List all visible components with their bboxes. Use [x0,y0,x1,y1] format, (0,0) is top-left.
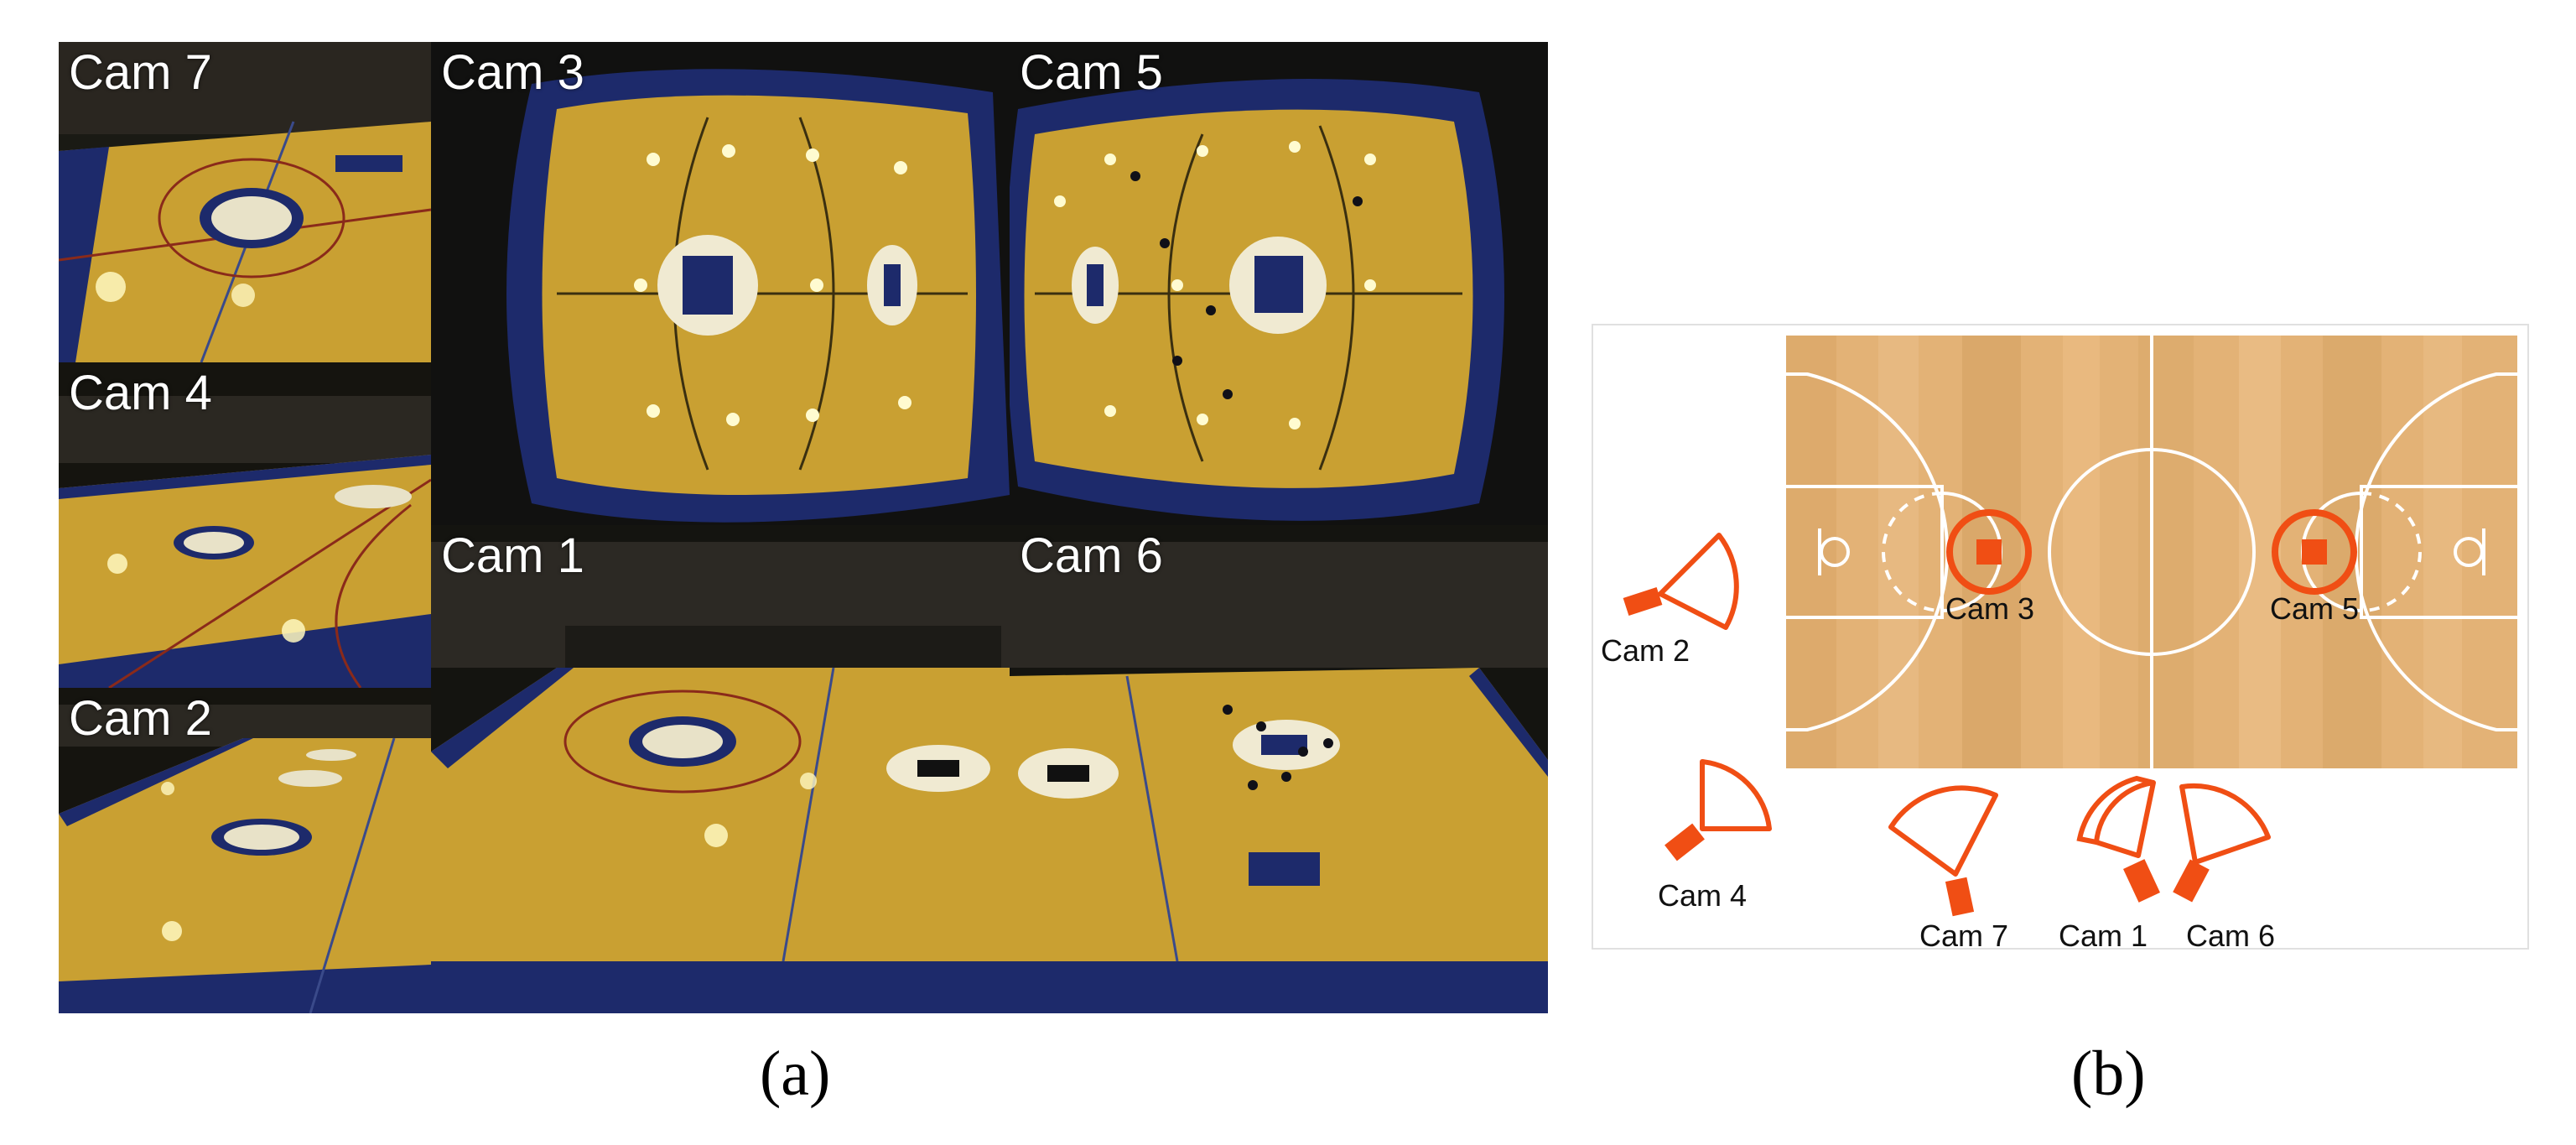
cam2-view[interactable]: Cam 2 [59,688,431,1013]
cam1-view[interactable]: Cam 1 [431,525,1010,1013]
cam4-marker[interactable] [1665,759,1772,861]
cam6-label: Cam 6 [1020,528,1163,583]
cam2-image [59,688,431,1013]
cam4-label: Cam 4 [69,366,212,420]
cam7-view[interactable]: Cam 7 [59,42,431,362]
cam7-marker[interactable] [1888,785,1998,917]
cam2-marker[interactable] [1623,533,1739,630]
cam5-image [1010,42,1548,525]
cam5-label: Cam 5 [1020,45,1163,100]
cam6-map-label: Cam 6 [2186,919,2275,951]
cam2-label: Cam 2 [69,691,212,746]
camera-mosaic: Cam 7 Cam 3 [59,42,1548,1013]
cam4-image [59,362,431,688]
cam5-view[interactable]: Cam 5 [1010,42,1548,525]
cam1-marker[interactable] [2076,775,2160,903]
caption-a: (a) [760,1038,831,1109]
cam3-map-label: Cam 3 [1945,591,2034,626]
cam6-image [1010,525,1548,1013]
cam1-image [431,525,1010,1013]
cam1-label: Cam 1 [441,528,584,583]
cam5-marker[interactable] [2272,509,2357,595]
cam3-image [431,42,1010,525]
cam4-map-label: Cam 4 [1658,878,1747,913]
cam7-map-label: Cam 7 [1919,919,2008,951]
cam3-marker[interactable] [1946,509,2032,595]
cam7-image [59,42,431,362]
court-map-svg: Cam 3 Cam 5 Cam 2 Cam 4 Cam 7 Cam 1 [1601,332,2521,951]
camera-layout-map: Cam 3 Cam 5 Cam 2 Cam 4 Cam 7 Cam 1 [1592,324,2529,951]
cam1-map-label: Cam 1 [2059,919,2148,951]
cam2-map-label: Cam 2 [1601,633,1690,668]
cam5-map-label: Cam 5 [2270,591,2359,626]
cam4-view[interactable]: Cam 4 [59,362,431,688]
cam3-view[interactable]: Cam 3 [431,42,1010,525]
cam7-label: Cam 7 [69,45,212,100]
cam6-marker[interactable] [2173,783,2271,903]
caption-b: (b) [2071,1038,2146,1109]
cam3-label: Cam 3 [441,45,584,100]
cam6-view[interactable]: Cam 6 [1010,525,1548,1013]
